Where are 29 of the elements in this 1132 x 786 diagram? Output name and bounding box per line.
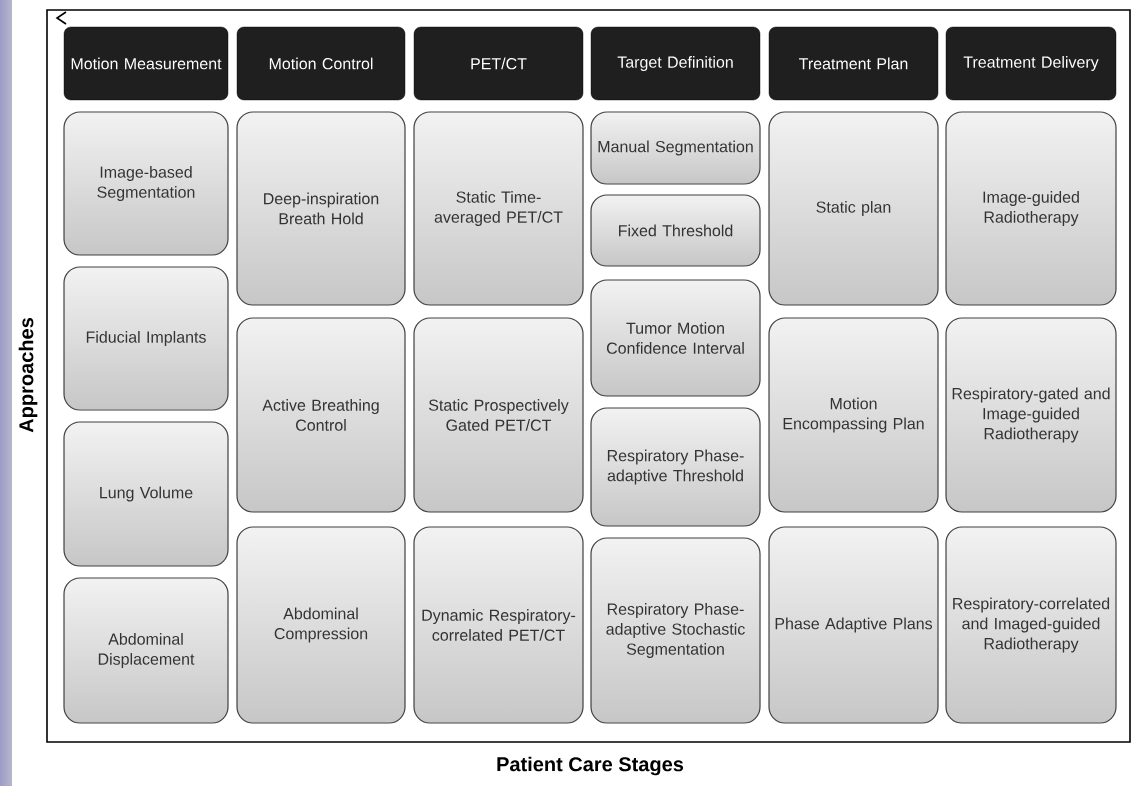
column-header: PET/CT — [413, 26, 584, 101]
approach-box: Static plan — [768, 111, 939, 306]
approach-box: Static Prospectively Gated PET/CT — [413, 317, 584, 513]
approach-box: Abdominal Displacement — [63, 577, 229, 724]
approach-box: Respiratory Phase-adaptive Stochastic Segmentation — [590, 537, 761, 724]
axis-label: Approaches — [18, 318, 38, 433]
column-header: Motion Measurement — [63, 26, 229, 101]
approach-box: Manual Segmentation — [590, 111, 761, 185]
column-header: Motion Control — [236, 26, 406, 101]
approach-box: Image-guided Radiotherapy — [945, 111, 1117, 306]
approach-box: Fixed Threshold — [590, 194, 761, 267]
approach-box: Respiratory-correlated and Imaged-guided Radiotherapy — [945, 526, 1117, 724]
axis-label: Patient Care Stages — [497, 756, 684, 776]
column-header: Treatment Plan — [768, 26, 939, 101]
column-header: Target Definition — [590, 26, 761, 101]
approach-box: Image-based Segmentation — [63, 111, 229, 256]
column-header: Treatment Delivery — [945, 26, 1117, 101]
approach-box: Motion Encompassing Plan — [768, 317, 939, 513]
approach-box: Active Breathing Control — [236, 317, 406, 513]
approach-box: Phase Adaptive Plans — [768, 526, 939, 724]
approach-box: Dynamic Respiratory-correlated PET/CT — [413, 526, 584, 724]
approach-box: Respiratory-gated and Image-guided Radiotherapy — [945, 317, 1117, 513]
approach-box: Abdominal Compression — [236, 526, 406, 724]
approach-box: Tumor Motion Confidence Interval — [590, 279, 761, 397]
approach-box: Deep-inspiration Breath Hold — [236, 111, 406, 306]
approach-box: Respiratory Phase-adaptive Threshold — [590, 407, 761, 527]
approach-box: Lung Volume — [63, 421, 229, 567]
approach-box: Static Time-averaged PET/CT — [413, 111, 584, 306]
approach-box: Fiducial Implants — [63, 266, 229, 411]
